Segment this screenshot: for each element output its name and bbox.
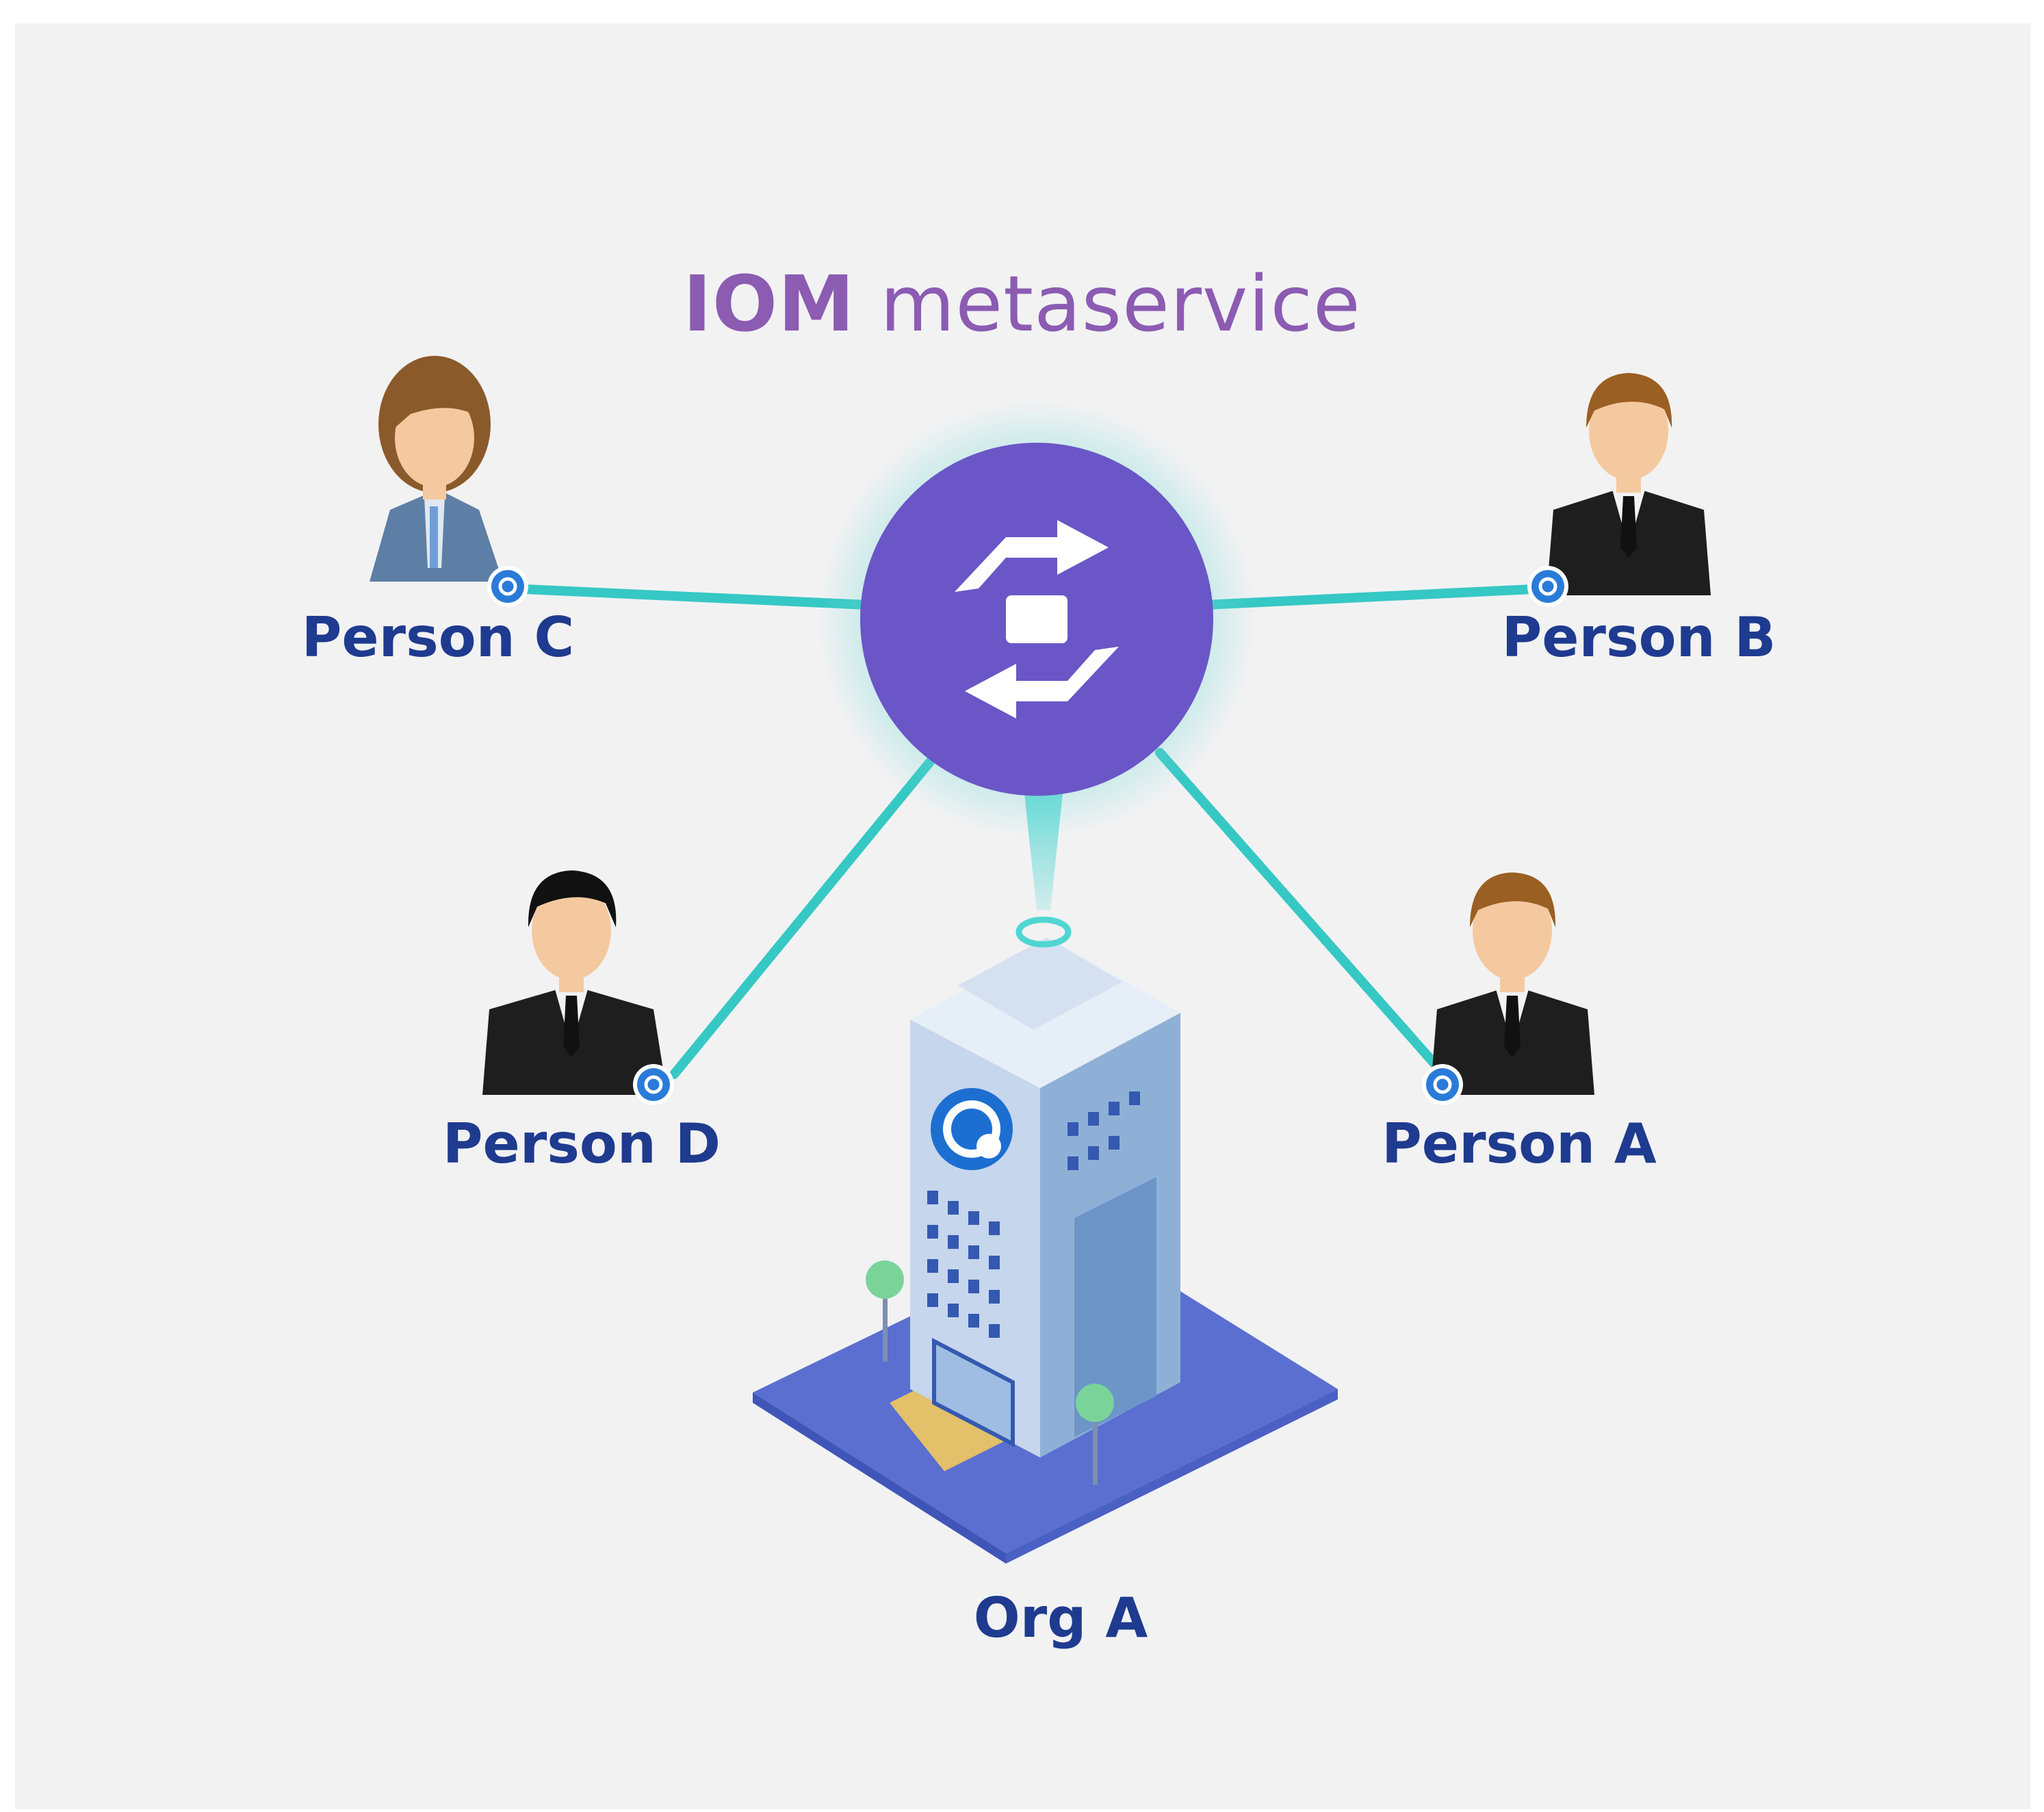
title-rest: metaservice <box>880 260 1361 349</box>
chat-cloud-icon <box>633 1064 674 1105</box>
person-d-label: Person D <box>442 1112 721 1176</box>
person-c-label: Person C <box>301 606 575 669</box>
person-a-avatar <box>1422 872 1594 1105</box>
hub-node <box>818 400 1256 838</box>
person-b-label: Person B <box>1501 606 1776 669</box>
person-c-avatar <box>370 356 528 607</box>
person-b-avatar <box>1527 373 1711 607</box>
link-person-d <box>669 748 942 1079</box>
chat-cloud-icon <box>1527 566 1568 607</box>
sync-arrows-icon <box>955 520 1119 719</box>
person-d-avatar <box>482 870 674 1105</box>
org-a-building <box>753 916 1338 1564</box>
org-a-label: Org A <box>973 1586 1148 1650</box>
title-bold: IOM <box>683 260 855 349</box>
chat-cloud-icon <box>487 566 528 607</box>
diagram-title: IOM metaservice <box>0 260 2044 349</box>
chat-cloud-icon <box>1422 1064 1463 1105</box>
person-a-label: Person A <box>1382 1112 1657 1176</box>
link-person-a <box>1155 748 1449 1079</box>
